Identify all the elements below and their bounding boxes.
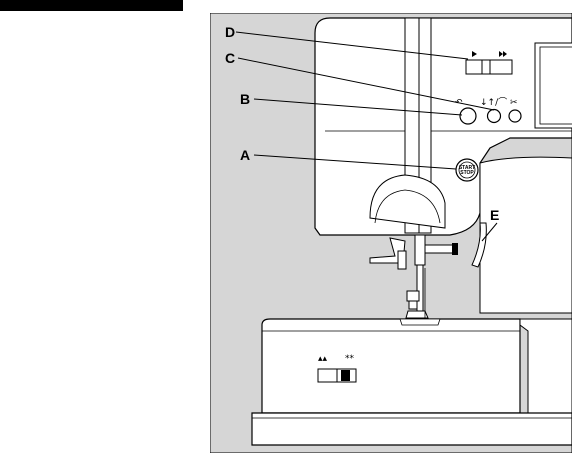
bed-side-panel (520, 319, 572, 413)
reverse-button[interactable] (460, 108, 476, 124)
sewing-machine-figure: ↶ ↓↑/⌒ ✂ START STOP ▴▴ ** (210, 13, 572, 453)
feed-dog-slider[interactable] (341, 370, 350, 381)
reverse-icon: ↶ (455, 98, 463, 108)
sewing-machine-illustration: ↶ ↓↑/⌒ ✂ START STOP ▴▴ ** (210, 13, 572, 453)
needle-position-icon: ↓↑/⌒ (480, 97, 507, 108)
scissors-icon: ✂ (510, 98, 518, 108)
feed-dog-up-icon: ▴▴ (318, 354, 328, 364)
start-stop-label-line2: STOP (460, 170, 474, 176)
display-window (535, 43, 572, 128)
machine-side-body (480, 157, 572, 313)
needle-plate (400, 319, 440, 325)
feed-dog-down-icon: ** (345, 354, 355, 364)
speed-buttons[interactable] (466, 60, 512, 74)
needle-up-down-button[interactable] (488, 110, 501, 123)
free-arm-bed (262, 319, 520, 413)
header-bar (0, 0, 183, 11)
thread-cutter-button[interactable] (509, 110, 521, 122)
